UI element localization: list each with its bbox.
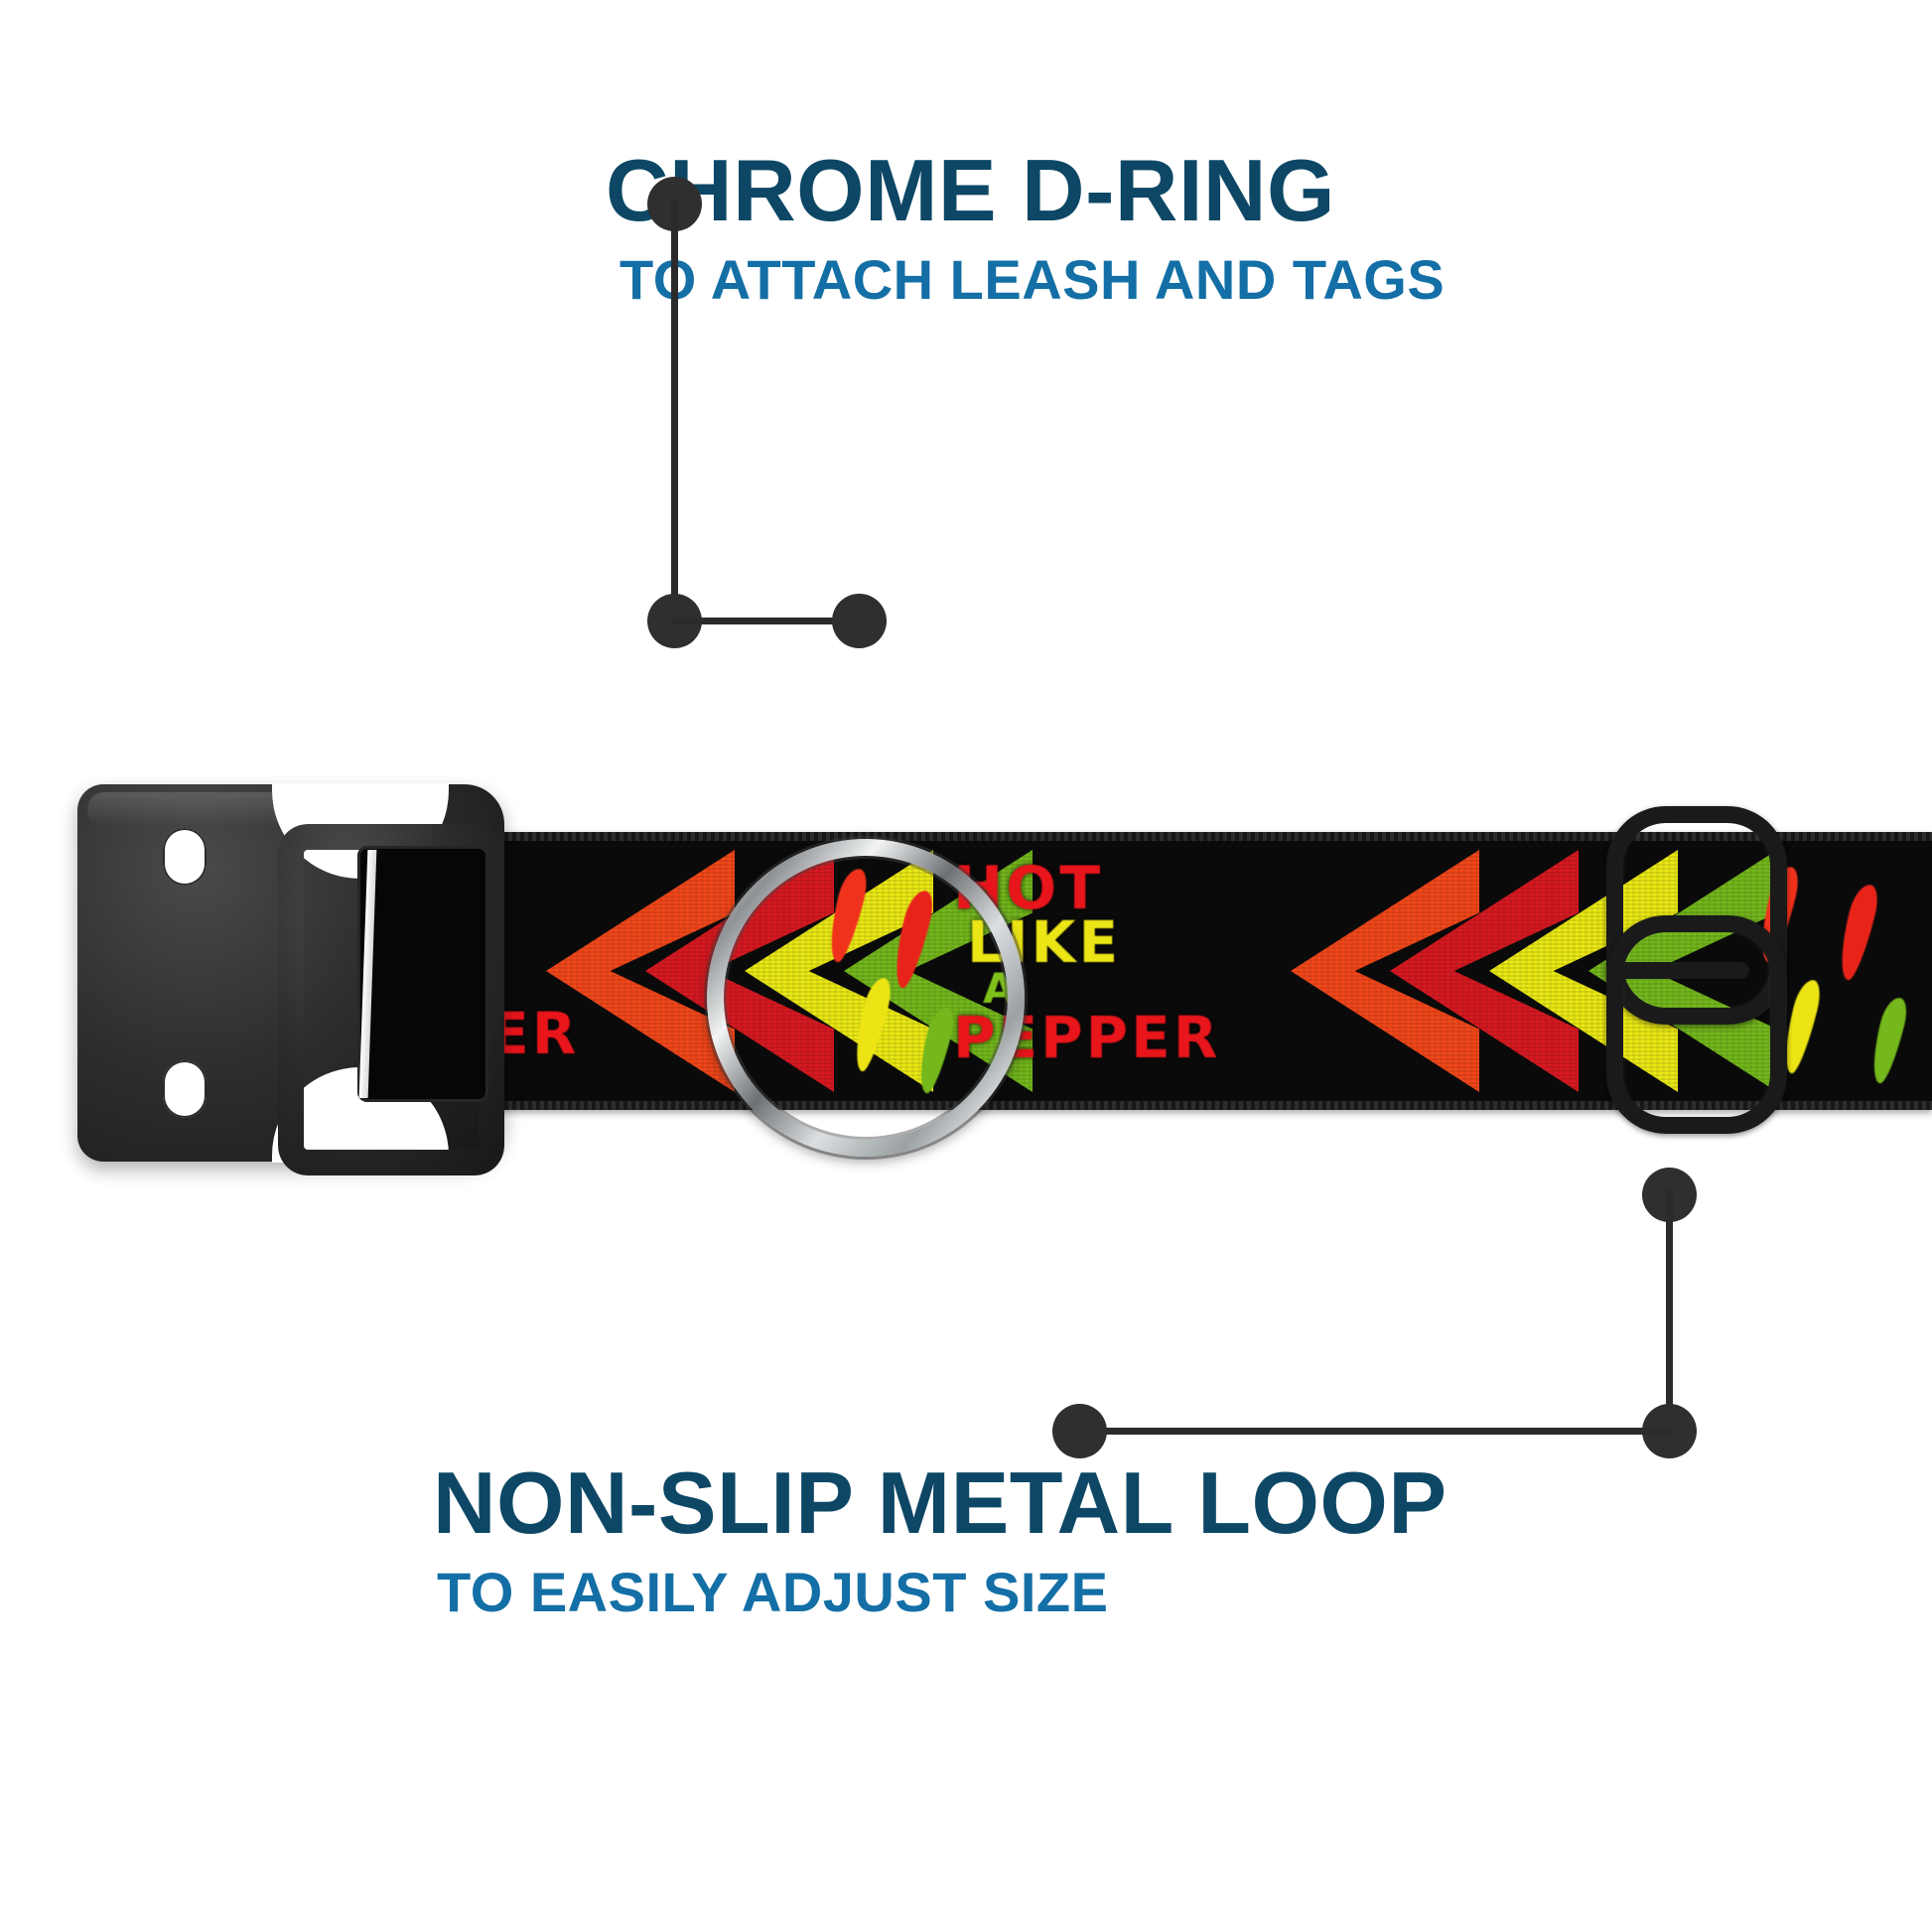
leader-dot-top-end: [832, 594, 887, 648]
buckle-highlight: [87, 792, 445, 826]
side-release-buckle: [77, 783, 504, 1175]
d-ring-chrome-sheen: [707, 839, 1025, 1157]
tri-glide-lobe-bottom: [1606, 915, 1787, 1134]
chili-pepper-icon-y2: [1777, 978, 1825, 1075]
callout-subline-d-ring: TO ATTACH LEASH AND TAGS: [620, 248, 1446, 311]
leader-line-top-horizontal: [671, 618, 860, 624]
buckle-release-prong-top: [163, 828, 207, 886]
callout-headline-metal-loop: NON-SLIP METAL LOOP: [433, 1453, 1448, 1552]
leader-dot-bottom-end: [1052, 1404, 1107, 1458]
chili-pepper-icon-r4: [1833, 883, 1882, 982]
callout-subline-metal-loop: TO EASILY ADJUST SIZE: [437, 1561, 1109, 1623]
buckle-webbing-edge-highlight: [358, 850, 377, 1098]
chili-pepper-icon-g2: [1865, 996, 1911, 1085]
buckle-webbing-window: [357, 846, 488, 1102]
leader-line-bottom-vertical: [1666, 1189, 1673, 1436]
callout-non-slip-metal-loop: NON-SLIP METAL LOOP TO EASILY ADJUST SIZ…: [433, 1459, 1448, 1620]
buckle-release-prong-bottom: [163, 1060, 207, 1118]
callout-headline-d-ring: CHROME D-RING: [606, 141, 1335, 239]
leader-line-bottom-horizontal: [1074, 1428, 1670, 1435]
non-slip-metal-loop: [1606, 806, 1787, 1134]
chrome-d-ring: [707, 839, 1025, 1157]
leader-line-top-vertical: [671, 199, 678, 620]
callout-chrome-d-ring: CHROME D-RING TO ATTACH LEASH AND TAGS: [606, 147, 1445, 308]
tri-glide-center-bar: [1610, 962, 1749, 979]
